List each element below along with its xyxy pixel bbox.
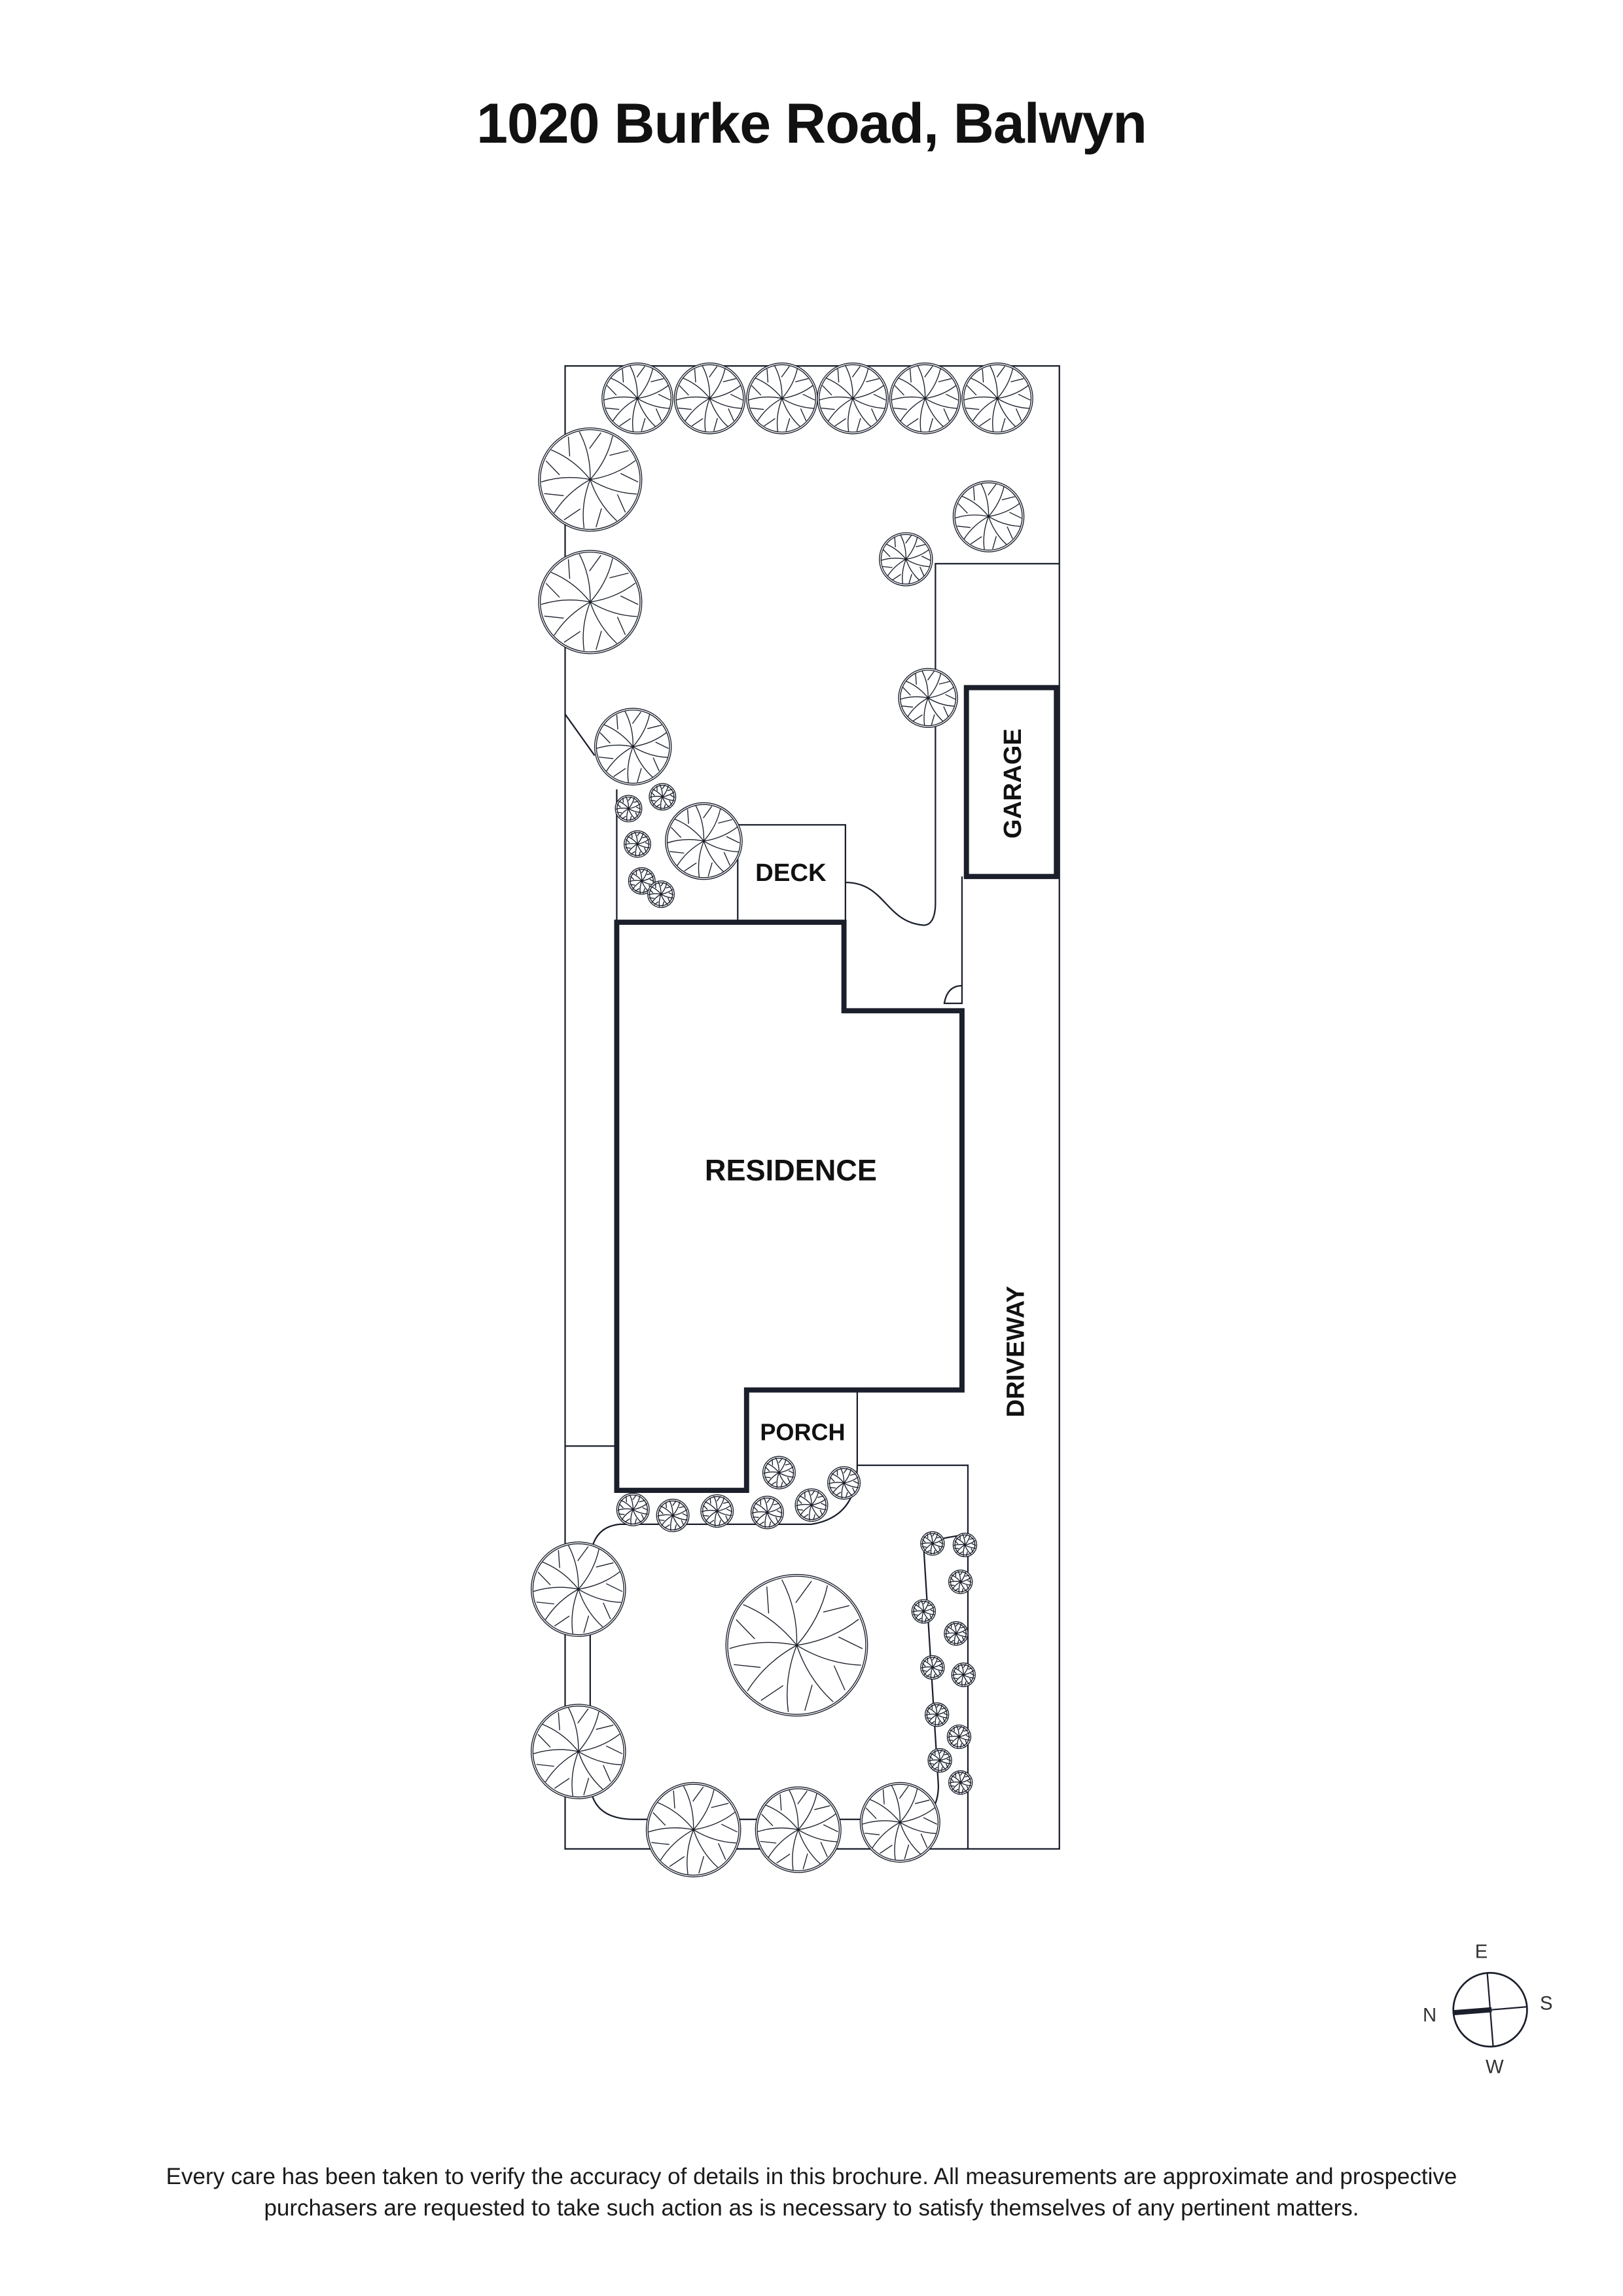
tree-icon xyxy=(665,802,743,880)
compass-east: E xyxy=(1475,1941,1488,1963)
compass-west: W xyxy=(1486,2056,1504,2078)
tree-icon xyxy=(920,1531,945,1556)
tree-icon xyxy=(645,1782,741,1878)
tree-icon xyxy=(530,1704,626,1799)
compass: E S N W xyxy=(1423,1941,1552,2078)
page-title: 1020 Burke Road, Balwyn xyxy=(476,92,1147,155)
disclaimer: Every care has been taken to verify the … xyxy=(0,2161,1623,2224)
boundary-diagonal xyxy=(564,713,596,756)
tree-icon xyxy=(628,867,656,895)
tree-icon xyxy=(898,668,958,728)
tree-icon xyxy=(538,550,643,655)
tree-icon xyxy=(827,1466,861,1500)
tree-icon xyxy=(755,1786,842,1873)
tree-icon xyxy=(750,1496,784,1530)
tree-icon xyxy=(762,1456,796,1490)
tree-icon xyxy=(879,532,933,586)
residence-label: RESIDENCE xyxy=(705,1154,877,1187)
compass-north: N xyxy=(1423,2005,1436,2026)
tree-icon xyxy=(725,1573,868,1717)
compass-north-needle xyxy=(1453,2007,1492,2016)
tree-icon xyxy=(961,362,1033,435)
tree-icon xyxy=(952,1532,978,1558)
disclaimer-line-1: Every care has been taken to verify the … xyxy=(166,2164,1457,2189)
garage-yard-line xyxy=(845,563,1060,926)
tree-icon xyxy=(594,708,672,786)
tree-icon xyxy=(649,783,677,811)
compass-south: S xyxy=(1540,1993,1553,2015)
deck-label: DECK xyxy=(755,859,827,887)
tree-icon xyxy=(859,1782,940,1863)
tree-icon xyxy=(911,1599,936,1624)
tree-icon xyxy=(647,880,675,908)
porch-label: PORCH xyxy=(760,1418,845,1445)
garage-outline xyxy=(963,685,1060,880)
tree-icon xyxy=(817,362,889,435)
disclaimer-line-2: purchasers are requested to take such ac… xyxy=(264,2195,1359,2221)
tree-icon xyxy=(948,1770,973,1795)
tree-icon xyxy=(920,1655,945,1680)
tree-icon xyxy=(615,795,643,823)
tree-icon xyxy=(889,362,961,435)
residence-outline xyxy=(614,920,965,1493)
tree-icon xyxy=(616,1492,650,1526)
tree-icon xyxy=(746,362,818,435)
garage-label: GARAGE xyxy=(999,728,1027,838)
tree-icon xyxy=(673,362,746,435)
tree-icon xyxy=(700,1494,734,1528)
tree-icon xyxy=(538,427,643,532)
tree-icon xyxy=(927,1748,952,1773)
tree-icon xyxy=(601,362,673,435)
side-door-line xyxy=(943,876,963,1005)
tree-icon xyxy=(948,1570,973,1594)
trees xyxy=(530,362,1033,1878)
driveway-label: DRIVEWAY xyxy=(1002,1286,1030,1418)
compass-circle xyxy=(1452,1971,1528,2048)
tree-icon xyxy=(794,1488,829,1522)
tree-icon xyxy=(530,1541,626,1637)
tree-icon xyxy=(951,1662,976,1687)
front-yard-line xyxy=(856,1390,969,1849)
tree-icon xyxy=(944,1621,969,1646)
side-strip-line xyxy=(565,922,618,1491)
compass-south-line xyxy=(1491,2005,1527,2011)
tree-icon xyxy=(952,480,1025,552)
tree-icon xyxy=(624,830,651,858)
tree-icon xyxy=(656,1498,690,1532)
tree-icon xyxy=(924,1702,950,1727)
tree-icon xyxy=(946,1724,972,1749)
